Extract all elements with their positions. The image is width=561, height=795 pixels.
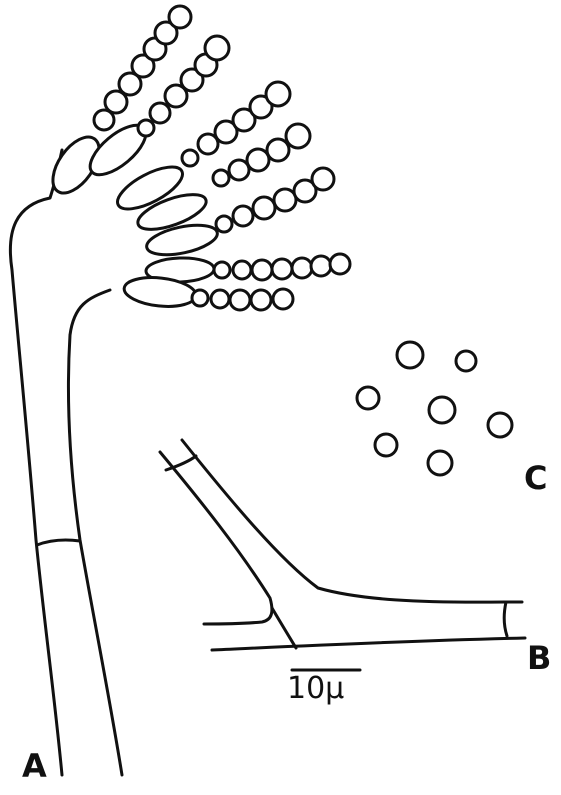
conidium [251,290,271,310]
conidium [213,170,229,186]
free-conidium [456,351,476,371]
conidium [266,82,290,106]
conidiophore-a [10,6,350,775]
main-hypha-septum [504,602,507,636]
free-conidium [429,397,455,423]
conidium [211,290,229,308]
free-conidium [428,451,452,475]
free-conidium [397,342,423,368]
conidium [233,206,253,226]
conidium [273,289,293,309]
free-conidium [357,387,379,409]
label-b: B [527,642,551,674]
conidium [169,6,191,28]
conidium [330,254,350,274]
stipe-right-wall [68,290,122,775]
conidium [272,259,292,279]
conidium [252,260,272,280]
conidium [253,197,275,219]
conidium [192,290,208,306]
conidium [150,103,170,123]
conidium [233,261,251,279]
conidium [216,216,232,232]
stipe-septum [37,540,80,545]
conidia-c [357,342,512,475]
conidium [267,139,289,161]
conidium [230,290,250,310]
label-c: C [524,462,547,494]
phialides [44,117,220,310]
branch-upper-wall [160,452,272,624]
conidium [292,258,312,278]
free-conidium [488,413,512,437]
conidium [247,149,269,171]
main-hypha-lower-wall [212,638,525,650]
free-conidium [375,434,397,456]
stipe-left-wall [10,150,62,775]
conidium [182,150,198,166]
conidium [138,120,154,136]
label-a: A [22,750,47,782]
conidium [286,124,310,148]
hypha-b [160,440,525,650]
scale-bar-label: 10μ [287,674,344,704]
conidium [214,262,230,278]
branch-lower-wall [182,440,505,602]
branch-join [272,608,296,648]
conidium [311,256,331,276]
conidium [205,36,229,60]
conidium [312,168,334,190]
